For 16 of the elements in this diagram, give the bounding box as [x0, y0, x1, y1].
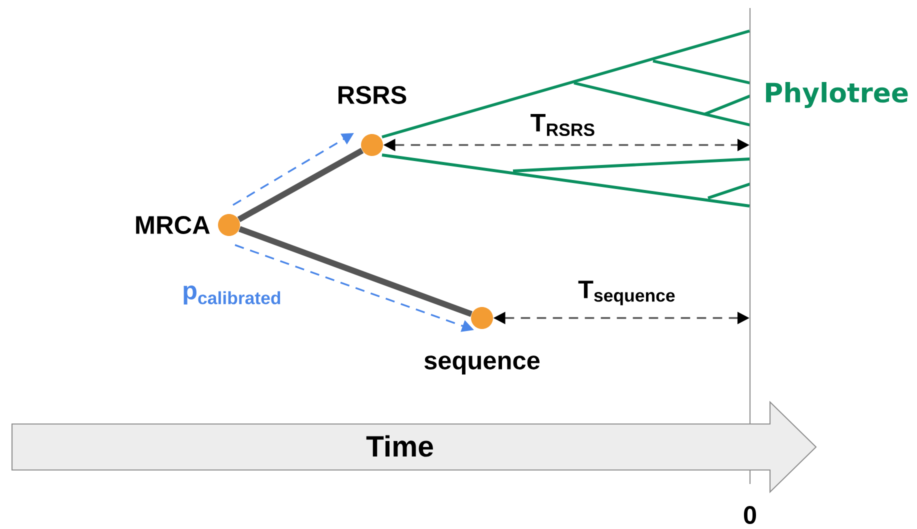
node-label: MRCA: [136, 216, 210, 234]
node-dot: [218, 214, 240, 236]
branch-line: [237, 148, 364, 222]
tree-branch-line: [382, 30, 750, 138]
node-dot: [471, 307, 493, 329]
branch-line: [238, 226, 472, 317]
tree-branch-line: [382, 154, 750, 208]
tree-label: Phylotree: [766, 82, 908, 108]
node-label: 0: [744, 506, 756, 524]
edge-label: $\mathbf{p}_{\mathbf{calibrated}}$: [180, 284, 284, 306]
edge-label: $\mathbf{T}_{\mathbf{RSRS}}$: [528, 112, 598, 138]
node-dot: [361, 134, 383, 156]
time-zero-line: [749, 7, 751, 485]
node-label: sequence: [424, 356, 540, 374]
node-label: RSRS: [338, 86, 406, 104]
edge-label: $\mathbf{T}_{\mathbf{sequence}}$: [576, 279, 678, 307]
